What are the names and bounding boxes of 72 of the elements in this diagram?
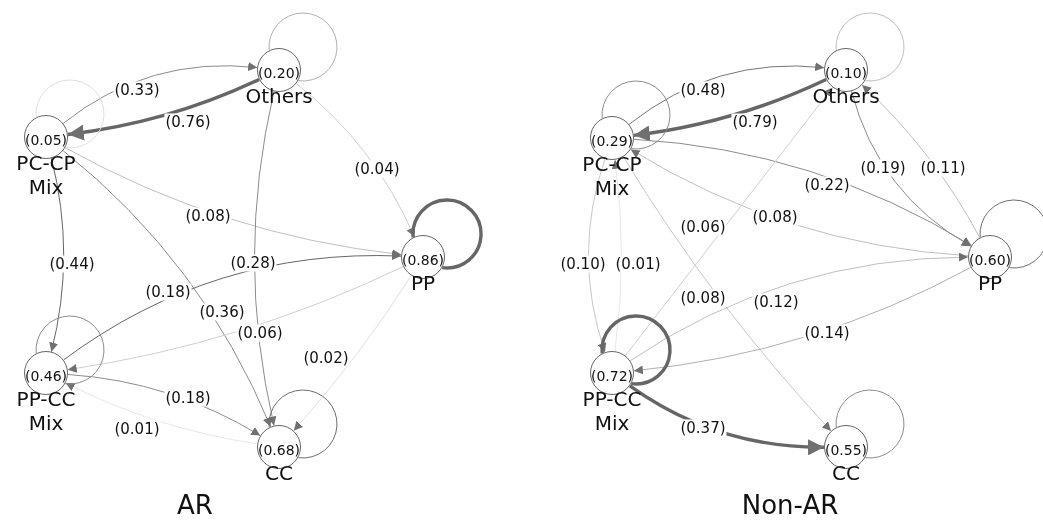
- graph-title: AR: [177, 490, 213, 520]
- node-value: (0.55): [823, 442, 869, 459]
- edge-label: (0.19): [859, 159, 907, 177]
- node-label: CC: [832, 461, 860, 485]
- node-label: PP: [410, 271, 436, 295]
- edge-label: (0.08): [184, 207, 232, 225]
- self-loop: [835, 389, 905, 459]
- node-label: PP-CC Mix: [581, 387, 643, 435]
- edge-label: (0.01): [614, 255, 662, 273]
- node-value: (0.46): [23, 368, 69, 385]
- node-value: (0.05): [23, 132, 69, 149]
- edge-label: (0.18): [144, 283, 192, 301]
- edge-label: (0.36): [198, 303, 246, 321]
- node-label: PP-CC Mix: [15, 387, 77, 435]
- node-value: (0.20): [256, 65, 302, 82]
- arrow: [64, 147, 402, 258]
- edge-label: (0.33): [113, 81, 161, 99]
- node-label: PC-CP Mix: [15, 151, 77, 199]
- arrow: [293, 275, 412, 432]
- node-value: (0.68): [256, 442, 302, 459]
- node-label: PP: [977, 271, 1003, 295]
- node-label: PC-CP Mix: [581, 152, 643, 200]
- node-value: (0.72): [589, 368, 635, 385]
- edge-label: (0.14): [803, 324, 851, 342]
- self-loop: [979, 199, 1043, 269]
- self-loop: [268, 12, 338, 82]
- edge-label: (0.44): [48, 255, 96, 273]
- edge-label: (0.22): [803, 176, 851, 194]
- edge-label: (0.06): [679, 218, 727, 236]
- node-value: (0.60): [967, 252, 1013, 269]
- arrow: [851, 90, 972, 247]
- node-value: (0.29): [589, 133, 635, 150]
- edge-label: (0.76): [164, 113, 212, 131]
- edge-label: (0.79): [731, 113, 779, 131]
- arrow: [633, 138, 972, 246]
- arrow: [622, 156, 832, 432]
- edge-label: (0.28): [229, 254, 277, 272]
- self-loop: [35, 79, 105, 149]
- node-label: Others: [245, 84, 313, 108]
- arrow: [629, 252, 969, 362]
- edge-label: (0.06): [236, 324, 284, 342]
- arrow: [624, 86, 834, 357]
- self-loop: [411, 198, 483, 270]
- arrow: [67, 77, 260, 141]
- arrow: [633, 77, 827, 142]
- edge-label: (0.08): [679, 289, 727, 307]
- edge-label: (0.02): [302, 349, 350, 367]
- edge-label: (0.18): [164, 389, 212, 407]
- arrow: [587, 158, 607, 353]
- arrow: [611, 159, 622, 352]
- edge-label: (0.08): [751, 208, 799, 226]
- edge-label: (0.10): [559, 255, 607, 273]
- edge-label: (0.37): [679, 419, 727, 437]
- edge-label: (0.48): [679, 81, 727, 99]
- self-loop: [835, 12, 905, 82]
- edge-label: (0.01): [113, 420, 161, 438]
- graph-title: Non-AR: [741, 490, 839, 520]
- node-value: (0.10): [823, 65, 869, 82]
- edge-label: (0.04): [353, 160, 401, 178]
- self-loop: [35, 315, 105, 385]
- self-loop: [600, 314, 672, 386]
- node-value: (0.86): [400, 252, 446, 269]
- node-label: Others: [812, 84, 880, 108]
- arrow: [62, 150, 272, 428]
- arrow: [67, 266, 404, 373]
- self-loop: [601, 80, 671, 150]
- arrow: [65, 382, 258, 445]
- self-loop: [268, 389, 338, 459]
- node-label: CC: [265, 461, 293, 485]
- arrow: [861, 84, 981, 239]
- edge-label: (0.11): [919, 159, 967, 177]
- edge-label: (0.12): [752, 293, 800, 311]
